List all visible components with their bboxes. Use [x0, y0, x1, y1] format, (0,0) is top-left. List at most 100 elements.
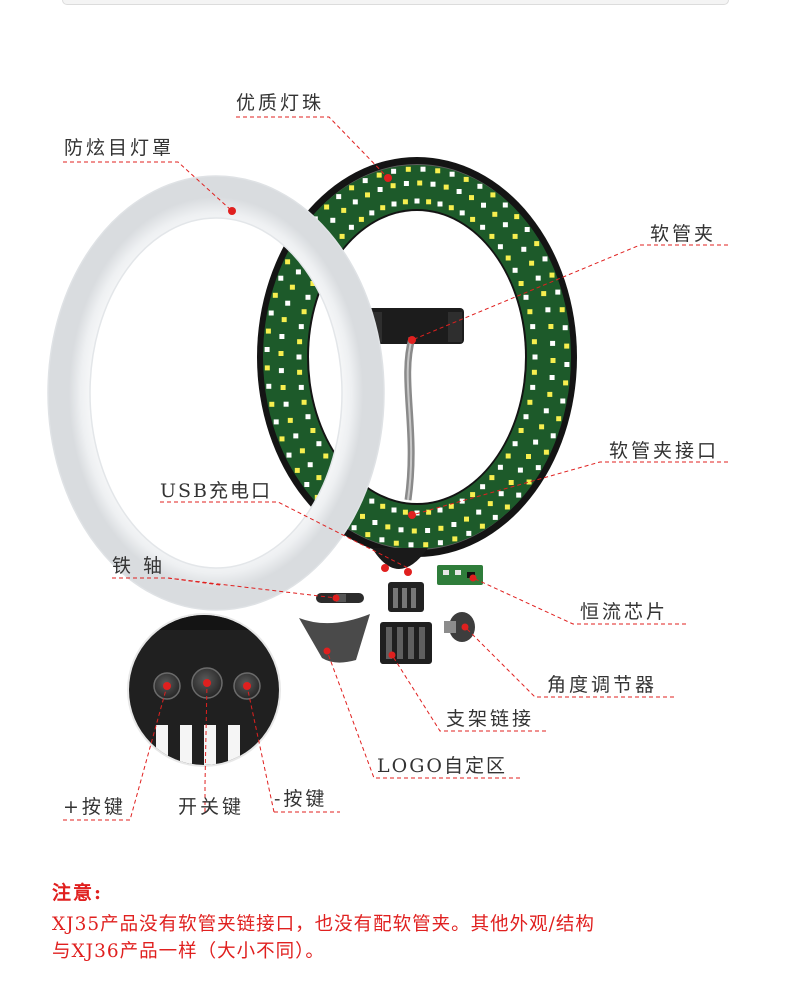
anti-glare-diffuser: [47, 175, 385, 611]
led-bead: [362, 178, 368, 184]
led-bead: [336, 194, 342, 200]
led-bead: [451, 522, 457, 527]
label-angle-adjuster: 角度调节器: [547, 674, 658, 696]
led-bead: [492, 514, 498, 520]
angle-adjuster-knob: [444, 612, 475, 642]
led-bead: [307, 462, 313, 468]
led-bead: [266, 383, 272, 389]
led-bead: [523, 414, 529, 420]
led-bead: [564, 362, 570, 367]
led-bead: [298, 324, 304, 330]
led-bead: [490, 192, 496, 198]
led-bead: [518, 428, 524, 433]
led-bead: [269, 401, 275, 407]
led-bead: [469, 195, 474, 201]
led-bead: [534, 241, 540, 247]
led-bead: [358, 216, 364, 222]
led-bead: [549, 375, 555, 380]
led-bead: [289, 284, 295, 290]
led-bead: [390, 183, 396, 189]
led-bead: [391, 507, 397, 513]
led-bead: [530, 384, 536, 390]
led-bead: [316, 441, 322, 447]
led-bead: [531, 339, 537, 345]
led-bead: [285, 300, 291, 306]
led-bead: [379, 537, 385, 543]
led-bead: [526, 479, 532, 485]
led-bead: [273, 419, 279, 425]
led-bead: [526, 454, 531, 459]
label-plus-key: +按键: [63, 796, 126, 818]
led-bead: [527, 399, 533, 405]
led-bead: [448, 205, 454, 211]
led-bead: [545, 307, 551, 313]
led-bead: [492, 211, 498, 217]
led-bead: [562, 325, 568, 331]
led-bead: [417, 180, 423, 186]
led-bead: [403, 181, 409, 186]
led-bead: [518, 281, 524, 286]
note-line-2: 与XJ36产品一样（大小不同）。: [52, 941, 325, 962]
led-bead: [437, 201, 443, 207]
led-bead: [393, 540, 399, 546]
led-bead: [365, 192, 370, 198]
led-bead: [281, 317, 287, 323]
led-bead: [516, 492, 522, 498]
led-bead: [351, 525, 357, 531]
led-bead: [385, 524, 391, 530]
led-bead: [541, 291, 547, 297]
led-bead: [323, 453, 329, 459]
led-bead: [268, 310, 274, 316]
led-bead: [402, 199, 408, 205]
led-bead: [497, 464, 503, 470]
led-bead: [278, 275, 284, 281]
led-bead: [531, 369, 537, 375]
led-bead: [529, 260, 535, 266]
led-bead: [391, 201, 397, 207]
led-bead: [411, 528, 417, 534]
led-bead: [349, 185, 355, 191]
led-bead: [514, 214, 520, 220]
led-bead: [533, 439, 539, 445]
led-bead: [476, 509, 482, 515]
label-led-beads: 优质灯珠: [236, 92, 325, 114]
led-bead: [497, 244, 503, 250]
led-bead: [377, 187, 383, 192]
led-bead: [559, 307, 565, 313]
led-bead: [543, 408, 549, 414]
led-bead: [264, 347, 270, 352]
led-bead: [564, 343, 570, 349]
led-bead: [435, 168, 441, 174]
led-bead: [301, 399, 307, 405]
led-bead: [512, 233, 518, 239]
label-power-key: 开关键: [178, 796, 245, 818]
led-bead: [295, 269, 301, 275]
led-bead: [480, 224, 486, 230]
led-bead: [456, 189, 462, 194]
led-bead: [498, 491, 504, 497]
led-bead: [448, 503, 454, 509]
led-bead: [443, 184, 449, 190]
label-bracket-link: 支架链接: [446, 708, 535, 730]
led-bead: [305, 414, 311, 420]
led-bead: [360, 513, 365, 519]
led-bead: [452, 536, 458, 542]
led-bead: [369, 210, 375, 216]
led-bead: [414, 198, 420, 204]
led-bead: [502, 202, 508, 208]
led-bead: [369, 498, 375, 504]
led-bead: [477, 183, 483, 189]
led-bead: [330, 217, 336, 223]
led-bead: [341, 207, 347, 213]
led-bead: [316, 475, 322, 481]
led-bead: [398, 527, 404, 533]
led-bead: [372, 520, 378, 525]
led-bead: [481, 202, 486, 208]
led-bead: [305, 294, 311, 300]
led-bead: [535, 465, 541, 471]
led-bead: [310, 428, 316, 433]
bracket-connector: [380, 622, 432, 664]
led-bead: [294, 467, 300, 473]
led-bead: [324, 204, 330, 210]
